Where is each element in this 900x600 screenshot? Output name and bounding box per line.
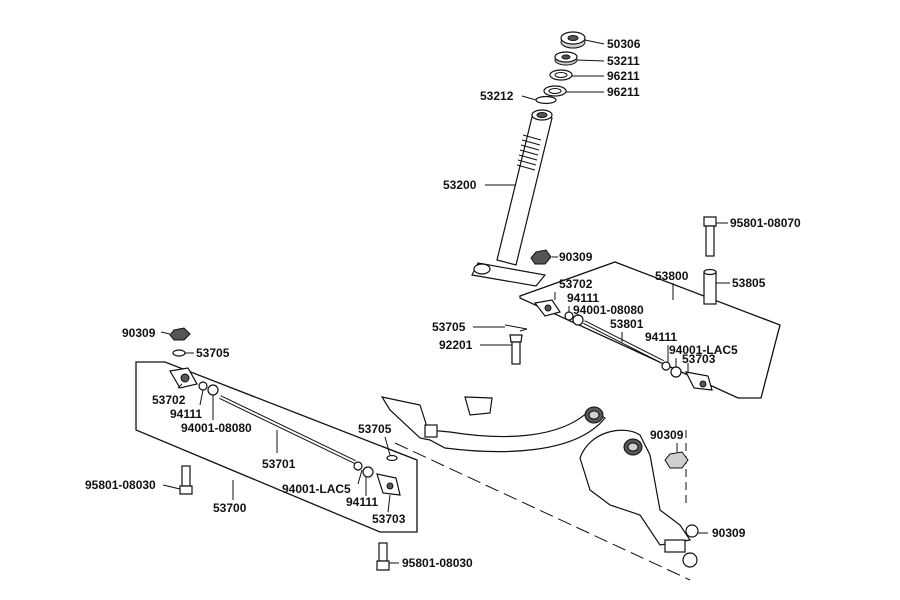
tie-rod-right-group-box [519, 261, 781, 399]
cotter-pin-53705-mid-icon [504, 324, 528, 332]
tie-rod-53701-icon [219, 395, 356, 464]
label-50306: 50306 [607, 37, 641, 51]
label-53701: 53701 [262, 457, 296, 471]
label-92201: 92201 [439, 338, 473, 352]
washer-94111-right-icon [564, 311, 574, 321]
front-fork-lower-arm-icon [579, 429, 698, 568]
ball-joint-53703-left-icon [376, 473, 401, 496]
tie-rod-left-group-box [135, 361, 418, 533]
label-53200: 53200 [443, 178, 477, 192]
nut-94001-08080-left-icon [207, 384, 219, 396]
label-94111-right-1: 94111 [567, 291, 599, 305]
washer-94111-left-icon [198, 381, 208, 391]
label-94111-right-2: 94111 [645, 330, 677, 344]
bearing-96211-icon [549, 69, 573, 81]
label-96211-lower: 96211 [607, 85, 640, 99]
hex-nut-90309-right-icon [664, 451, 689, 469]
label-53703-left: 53703 [372, 512, 406, 526]
label-95801-08030-a: 95801-08030 [85, 478, 156, 492]
bolt-95801-08030-b-icon [376, 542, 390, 571]
spacer-53805-icon [703, 268, 717, 305]
label-90309-right: 90309 [650, 428, 684, 442]
label-94001-lac5-right: 94001-LAC5 [669, 343, 738, 357]
label-94001-lac5-left: 94001-LAC5 [282, 482, 351, 496]
label-94001-08080-right: 94001-08080 [573, 303, 644, 317]
alignment-dashed-line [394, 442, 691, 581]
washer-94111-left2-icon [353, 461, 363, 471]
leader-lines [160, 39, 730, 564]
steering-stem-icon [471, 109, 553, 287]
washer-53705-center-icon [386, 454, 398, 462]
nut-90309-bottom-icon [685, 524, 699, 538]
label-53702-left: 53702 [152, 393, 186, 407]
ball-joint-53702-left-icon [169, 367, 198, 389]
ball-joint-53702-right-icon [533, 299, 561, 317]
label-94111-left-2: 94111 [346, 495, 378, 509]
label-53801: 53801 [610, 317, 644, 331]
label-53700: 53700 [213, 501, 247, 515]
label-96211-upper: 96211 [607, 69, 640, 83]
label-53800: 53800 [655, 269, 689, 283]
label-53702-right: 53702 [559, 277, 593, 291]
label-53705-mid: 53705 [432, 320, 466, 334]
label-90309-bottom: 90309 [712, 526, 746, 540]
bolt-95801-08030-a-icon [179, 465, 193, 495]
nut-53211-icon [554, 51, 578, 66]
label-95801-08070: 95801-08070 [730, 216, 801, 230]
bearing-96211-lower-icon [543, 85, 567, 97]
label-90309-top: 90309 [559, 250, 593, 264]
washer-53705-left-icon [172, 349, 186, 357]
bolt-92201-icon [509, 334, 523, 365]
nut-94001-lac5-left-icon [362, 466, 374, 478]
tie-rod-53801-icon [583, 320, 664, 364]
label-53212: 53212 [480, 89, 514, 103]
lock-nut-50306-icon [560, 31, 586, 49]
nut-94001-lac5-right-icon [670, 366, 682, 378]
hex-nut-90309-top-icon [530, 249, 552, 265]
front-fork-arm-icon [380, 396, 606, 453]
label-90309-left: 90309 [122, 326, 156, 340]
label-53705-center: 53705 [358, 422, 392, 436]
part-labels: 50306 53211 96211 96211 53212 53200 9580… [85, 37, 801, 570]
label-95801-08030-b: 95801-08030 [402, 556, 473, 570]
washer-53212-icon [535, 95, 557, 105]
label-53705-left: 53705 [196, 346, 230, 360]
label-53805: 53805 [732, 276, 766, 290]
washer-94111-right2-icon [661, 361, 671, 371]
label-94001-08080-left: 94001-08080 [181, 421, 252, 435]
label-53211: 53211 [607, 54, 640, 68]
bolt-95801-08070-icon [703, 216, 717, 257]
ball-joint-53703-right-icon [684, 371, 713, 391]
nut-90309-left-icon [169, 327, 191, 341]
label-94111-left-1: 94111 [170, 407, 202, 421]
label-53703-right: 53703 [682, 352, 716, 366]
